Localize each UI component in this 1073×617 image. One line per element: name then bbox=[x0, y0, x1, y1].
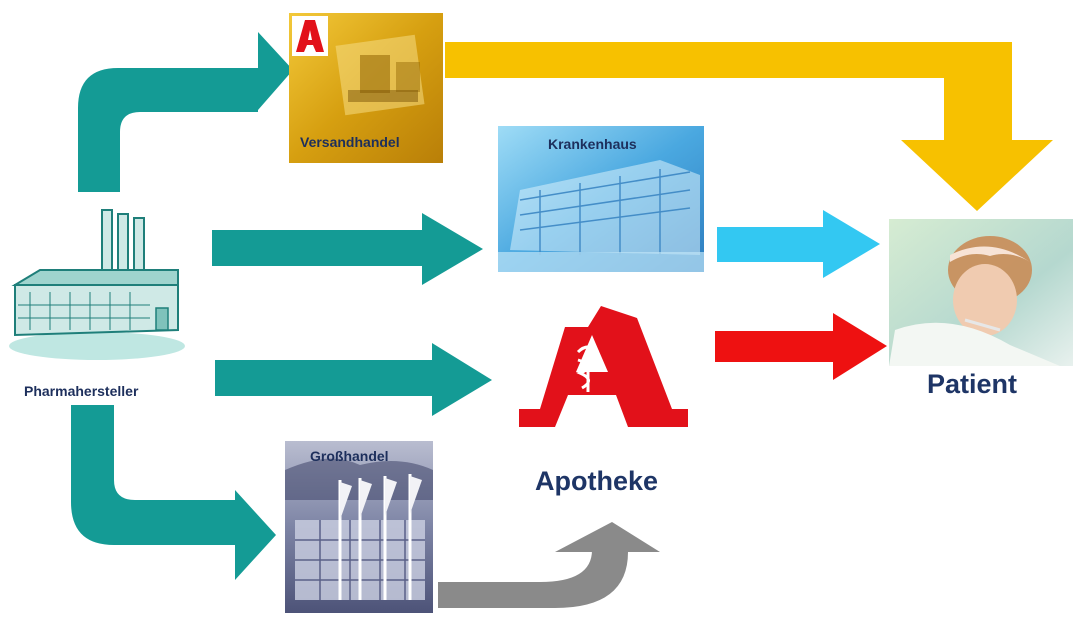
pharmacy-label: Apotheke bbox=[535, 466, 659, 496]
patient-label: Patient bbox=[927, 369, 1018, 399]
flow-arrow-hospital-to-patient bbox=[717, 210, 880, 278]
pharmacy-logo-icon bbox=[292, 16, 328, 56]
wholesale-image bbox=[285, 441, 433, 613]
hospital-image bbox=[498, 126, 704, 272]
flow-arrow-mailorder-to-patient bbox=[445, 42, 1053, 211]
factory-icon bbox=[9, 209, 185, 360]
flow-arrow-manufacturer-to-hospital bbox=[212, 213, 483, 285]
flow-arrow-pharmacy-to-patient bbox=[715, 313, 887, 380]
flow-arrow-manufacturer-to-mailorder bbox=[78, 32, 293, 192]
manufacturer-label: Pharmahersteller bbox=[24, 383, 139, 399]
patient-image bbox=[889, 219, 1073, 366]
mailorder-label: Versandhandel bbox=[300, 134, 400, 150]
pharmacy-logo-icon bbox=[519, 306, 688, 427]
flow-arrow-wholesale-to-pharmacy bbox=[438, 522, 660, 608]
hospital-label: Krankenhaus bbox=[548, 136, 637, 152]
flow-arrow-manufacturer-to-pharmacy bbox=[215, 343, 492, 416]
flow-arrow-manufacturer-to-wholesale bbox=[71, 405, 276, 580]
wholesale-label: Großhandel bbox=[310, 448, 389, 464]
